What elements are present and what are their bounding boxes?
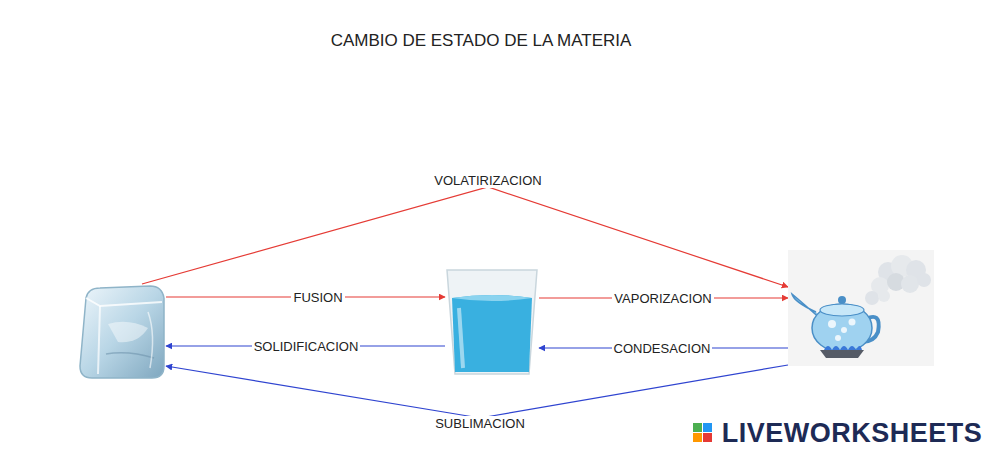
- process-label: VOLATIRIZACION: [432, 173, 543, 188]
- watermark: LIVEWORKSHEETS: [722, 418, 983, 449]
- process-label: SUBLIMACION: [433, 416, 527, 431]
- boiling-teapot: [788, 250, 934, 366]
- diagram-title: CAMBIO DE ESTADO DE LA MATERIA: [331, 31, 632, 51]
- ice-cube-illustration: [78, 284, 166, 380]
- process-label: SOLIDIFICACION: [252, 339, 361, 354]
- boiling-teapot-illustration: [788, 250, 934, 366]
- glass-of-water-illustration: [445, 268, 539, 376]
- glass-of-water: [445, 268, 539, 376]
- process-label: VAPORIZACION: [612, 291, 713, 306]
- process-label: FUSION: [291, 290, 344, 305]
- process-label: CONDESACION: [612, 341, 713, 356]
- ice-cube: [78, 284, 166, 380]
